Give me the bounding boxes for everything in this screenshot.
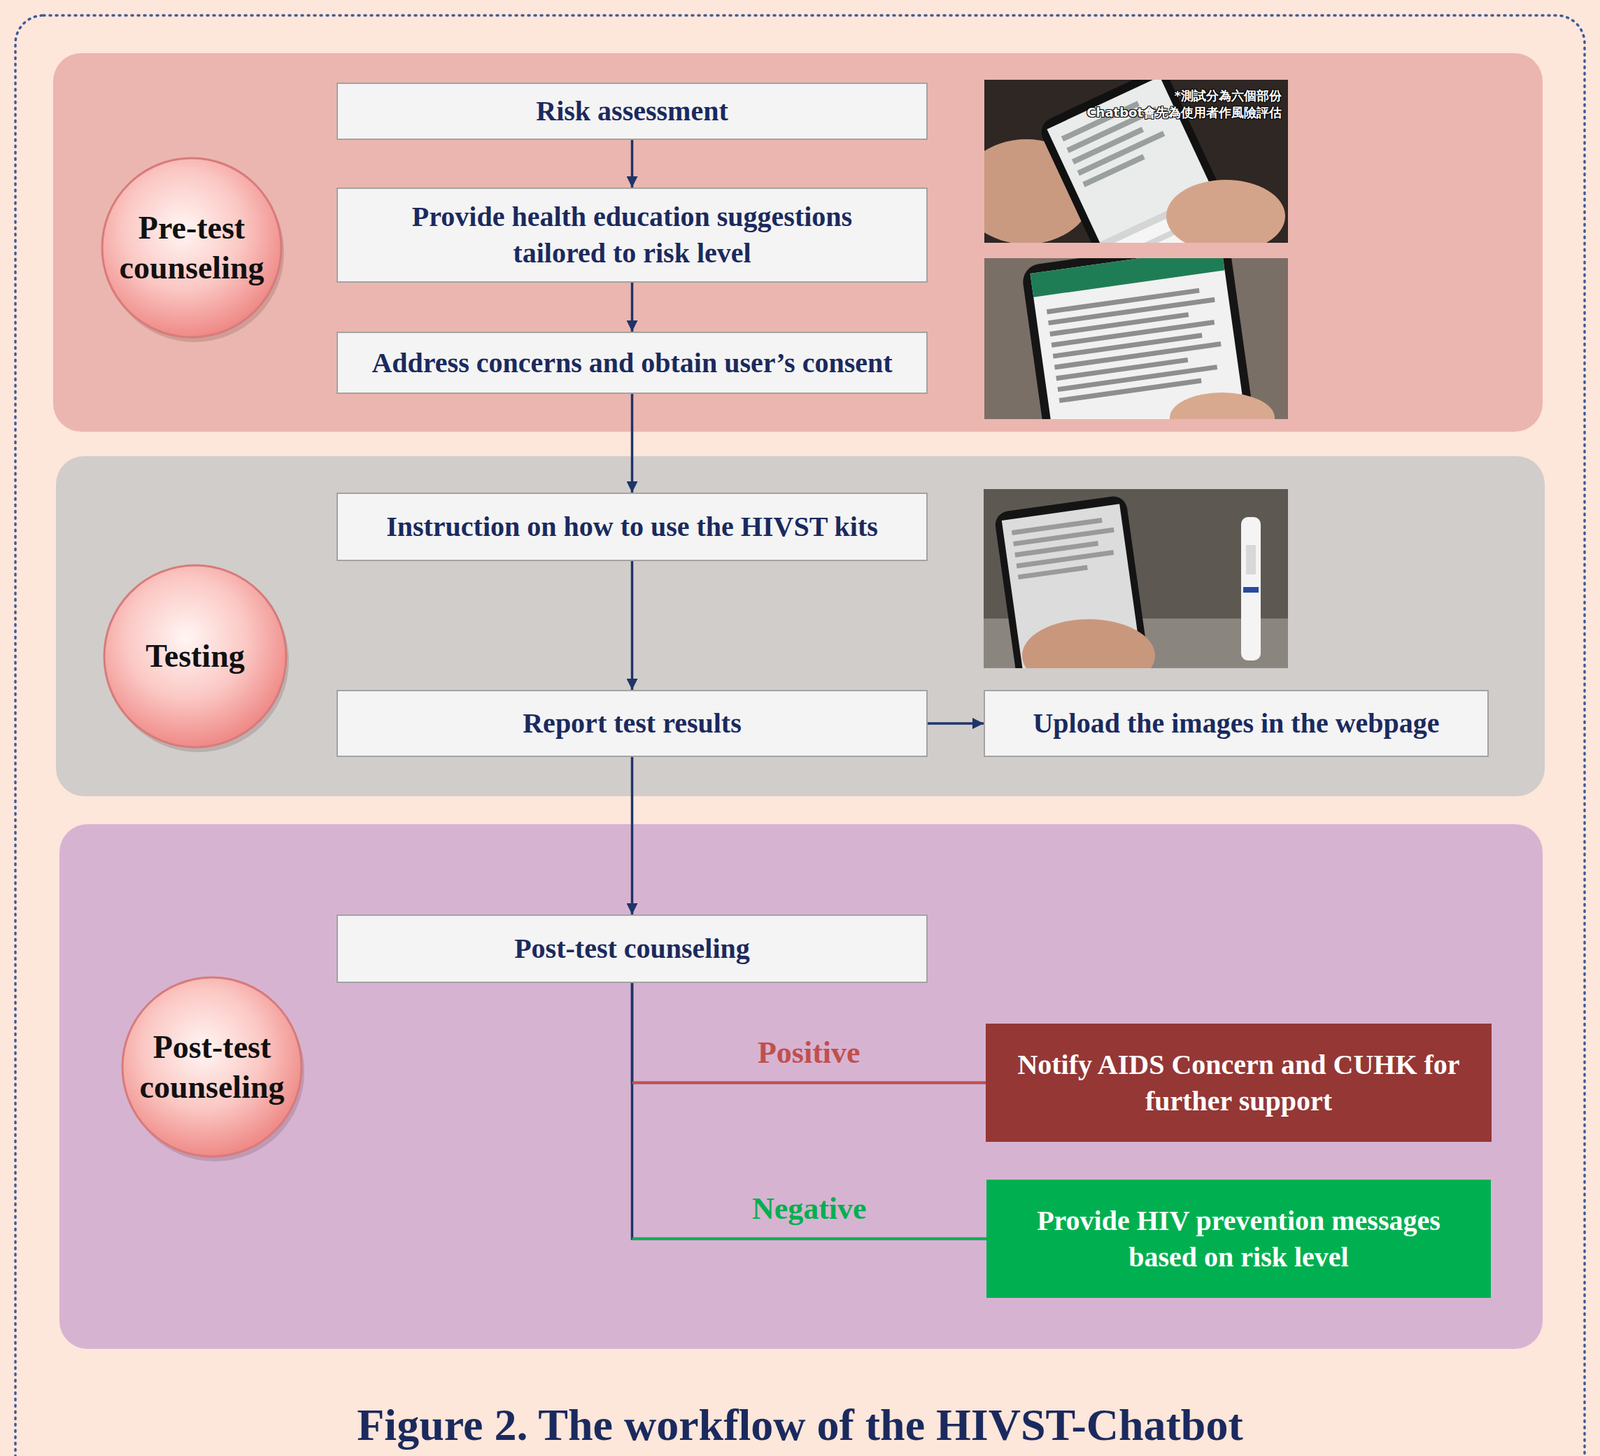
illustration-detail — [1245, 544, 1256, 575]
illustration-detail — [1017, 565, 1088, 580]
circle-outline — [102, 158, 282, 338]
stage-circle: Post-test counseling — [120, 975, 304, 1159]
node-text: Address concerns and obtain user’s conse… — [371, 344, 892, 382]
figure-caption: Figure 2. The workflow of the HIVST-Chat… — [0, 1399, 1600, 1451]
flow-connector — [631, 393, 634, 493]
illustration-detail — [1166, 179, 1286, 243]
illustration-detail — [1243, 586, 1259, 593]
circle-shape — [120, 975, 304, 1159]
illustration-detail — [1022, 619, 1156, 669]
node-text: Notify AIDS Concern and CUHK for further… — [1001, 1046, 1477, 1120]
process-box: Instruction on how to use the HIVST kits — [336, 492, 928, 562]
circle-shape — [100, 156, 284, 340]
dotted-frame — [15, 15, 1585, 1456]
flow-connector — [927, 721, 984, 725]
illustration-detail — [1013, 527, 1115, 547]
testing-band — [55, 456, 1545, 797]
posttest-band — [59, 824, 1543, 1349]
branch-line — [632, 1081, 987, 1085]
process-box: Risk assessment — [336, 82, 928, 140]
node-text: Provide HIV prevention messages based on… — [1011, 1202, 1467, 1276]
illustration-detail — [1169, 392, 1275, 420]
node-text: Provide health education suggestions tai… — [380, 198, 885, 272]
process-box: Provide health education suggestions tai… — [336, 187, 928, 283]
flow-connector — [632, 982, 988, 1240]
phone-photo — [984, 258, 1288, 420]
pretest-band — [53, 53, 1543, 432]
branch-line — [632, 1237, 988, 1241]
circle-outline — [122, 977, 302, 1157]
illustration-detail — [1055, 357, 1188, 381]
node-text: Report test results — [522, 705, 742, 742]
outcome-box: Provide HIV prevention messages based on… — [986, 1179, 1491, 1298]
node-text: Risk assessment — [535, 93, 728, 130]
outcome-box: Notify AIDS Concern and CUHK for further… — [985, 1023, 1492, 1142]
branch-label: Negative — [752, 1190, 867, 1228]
node-text: Post-test counseling — [514, 930, 750, 967]
photo-subtitle: Chatbot會先為使用者作風險評估 — [1086, 104, 1282, 121]
node-text: Post-test counseling — [124, 1027, 300, 1108]
flow-connector — [631, 139, 634, 188]
phone-photo — [984, 79, 1288, 243]
node-text: Upload the images in the webpage — [1032, 705, 1440, 742]
illustration-detail — [1016, 549, 1115, 569]
flow-connector — [631, 282, 634, 332]
photo-subtitle: *測試分為六個部份 — [1174, 88, 1282, 104]
circle-outline — [104, 565, 287, 748]
branch-label: Positive — [757, 1034, 861, 1072]
flow-connector — [632, 982, 987, 1083]
illustration-detail — [1049, 312, 1189, 337]
process-box: Post-test counseling — [336, 914, 928, 983]
stage-circle: Pre-test counseling — [100, 156, 284, 340]
flow-connector — [631, 561, 634, 690]
stage-circle: Testing — [102, 563, 289, 750]
test-kit-photo — [983, 489, 1288, 669]
illustration-detail — [1241, 517, 1261, 661]
illustration-detail — [1059, 378, 1202, 403]
process-box: Report test results — [336, 689, 928, 757]
process-box: Upload the images in the webpage — [983, 689, 1489, 757]
node-text: Testing — [145, 635, 245, 677]
process-box: Address concerns and obtain user’s conse… — [336, 331, 928, 394]
illustration-detail — [1082, 153, 1145, 187]
node-text: Instruction on how to use the HIVST kits — [386, 508, 879, 545]
node-text: Pre-test counseling — [104, 207, 280, 289]
flow-connector — [631, 756, 634, 915]
